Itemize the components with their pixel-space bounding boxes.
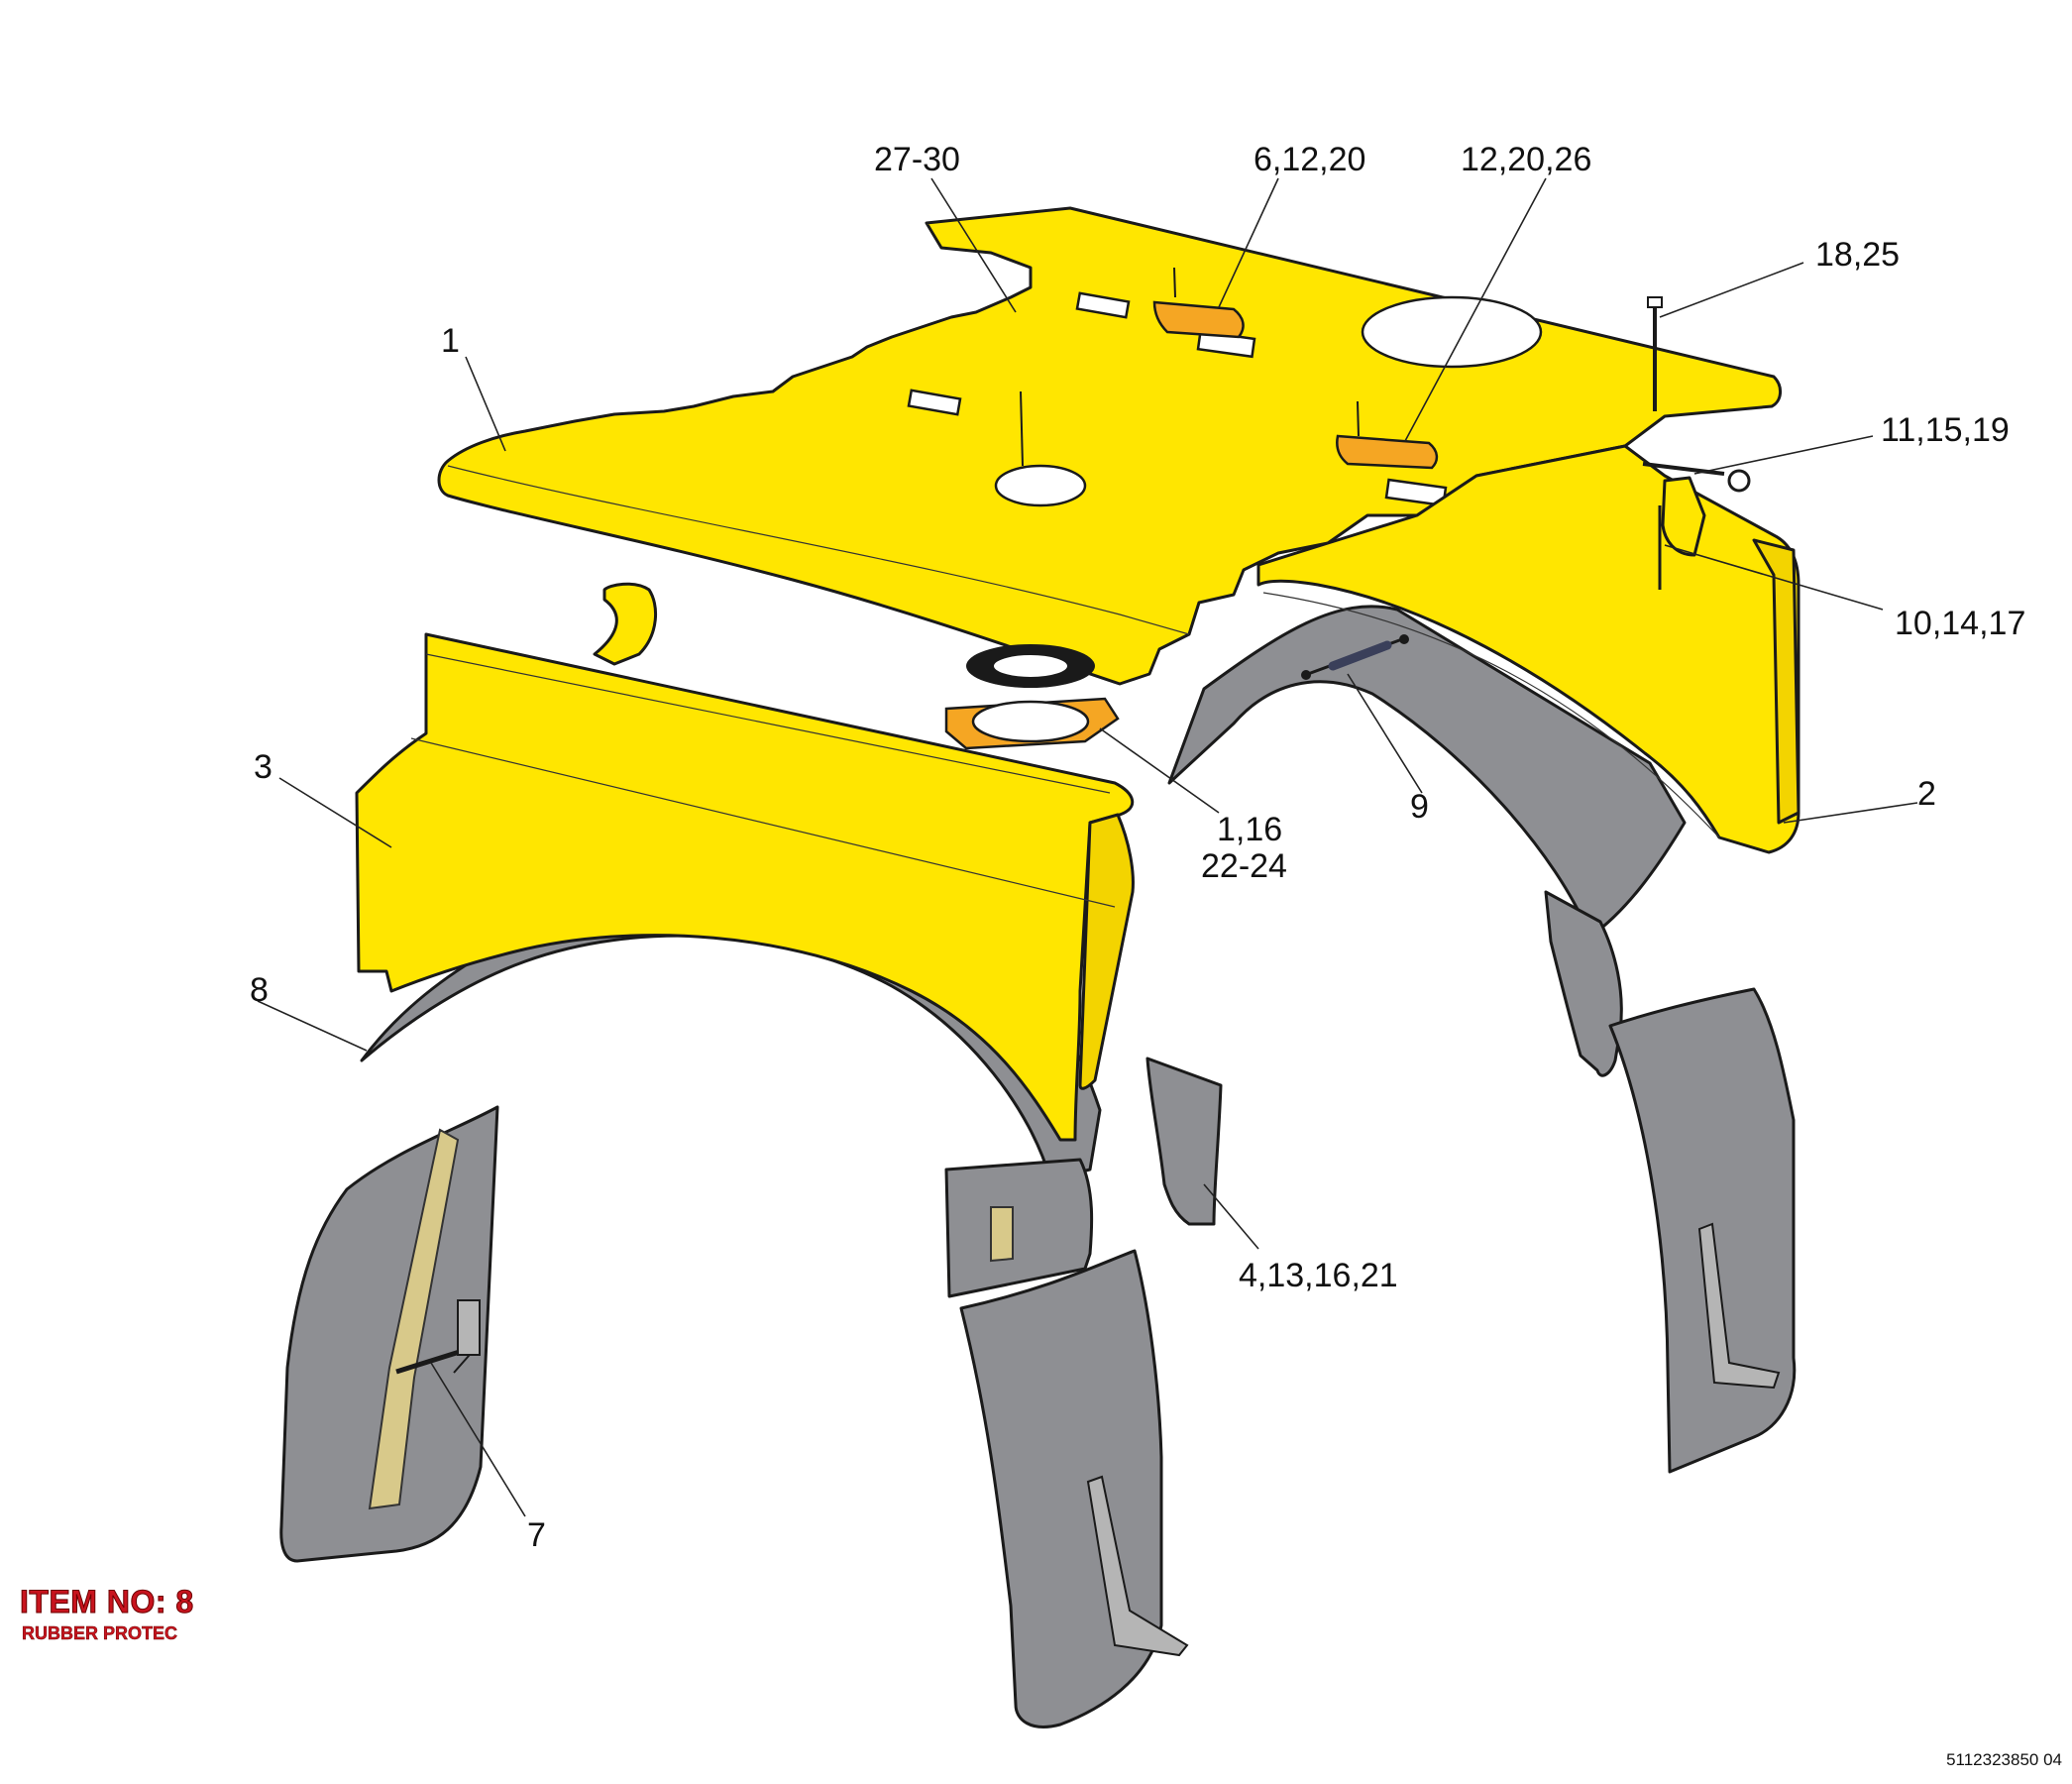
callout-labels: 27-30 6,12,20 12,20,26 18,25 1 11,15,19 … bbox=[250, 141, 2025, 1554]
callout-18-25: 18,25 bbox=[1815, 236, 1900, 274]
callout-4-13-16-21: 4,13,16,21 bbox=[1239, 1257, 1398, 1294]
leader-lines bbox=[257, 177, 1918, 1517]
item-number-label: ITEM NO: 8 bbox=[20, 1584, 194, 1620]
front-fender-panel bbox=[355, 582, 1135, 1142]
rubber-flap-left bbox=[279, 1105, 499, 1563]
callout-6-12-20: 6,12,20 bbox=[1254, 141, 1365, 178]
hardware-bolts bbox=[395, 267, 1751, 1375]
callout-12-20-26: 12,20,26 bbox=[1461, 141, 1591, 178]
callout-8: 8 bbox=[250, 971, 269, 1009]
document-number: 5112323850 04 bbox=[1946, 1750, 2062, 1769]
top-deck-plate bbox=[437, 206, 1782, 686]
rubber-flap-small bbox=[1145, 1057, 1223, 1226]
rubber-flap-right-upper bbox=[1544, 890, 1623, 1077]
callout-3: 3 bbox=[254, 748, 273, 786]
callout-11-15-19: 11,15,19 bbox=[1881, 411, 2010, 449]
item-description-label: RUBBER PROTEC bbox=[22, 1623, 178, 1644]
callout-2: 2 bbox=[1917, 775, 1936, 813]
gas-strut bbox=[1301, 634, 1409, 680]
callout-27-30: 27-30 bbox=[874, 141, 960, 178]
callout-9: 9 bbox=[1410, 788, 1429, 826]
callout-22-24: 22-24 bbox=[1201, 847, 1287, 885]
rubber-flap-center-upper bbox=[944, 1158, 1094, 1298]
callout-1-16: 1,16 bbox=[1217, 811, 1282, 848]
ring-gasket bbox=[944, 644, 1120, 750]
callout-1: 1 bbox=[441, 322, 460, 360]
rubber-flap-right-lower bbox=[1608, 987, 1797, 1474]
callout-7: 7 bbox=[527, 1516, 546, 1554]
callout-10-14-17: 10,14,17 bbox=[1895, 605, 2025, 642]
rear-fender-panel bbox=[1256, 444, 1800, 854]
rubber-flap-center-lower bbox=[959, 1249, 1189, 1728]
